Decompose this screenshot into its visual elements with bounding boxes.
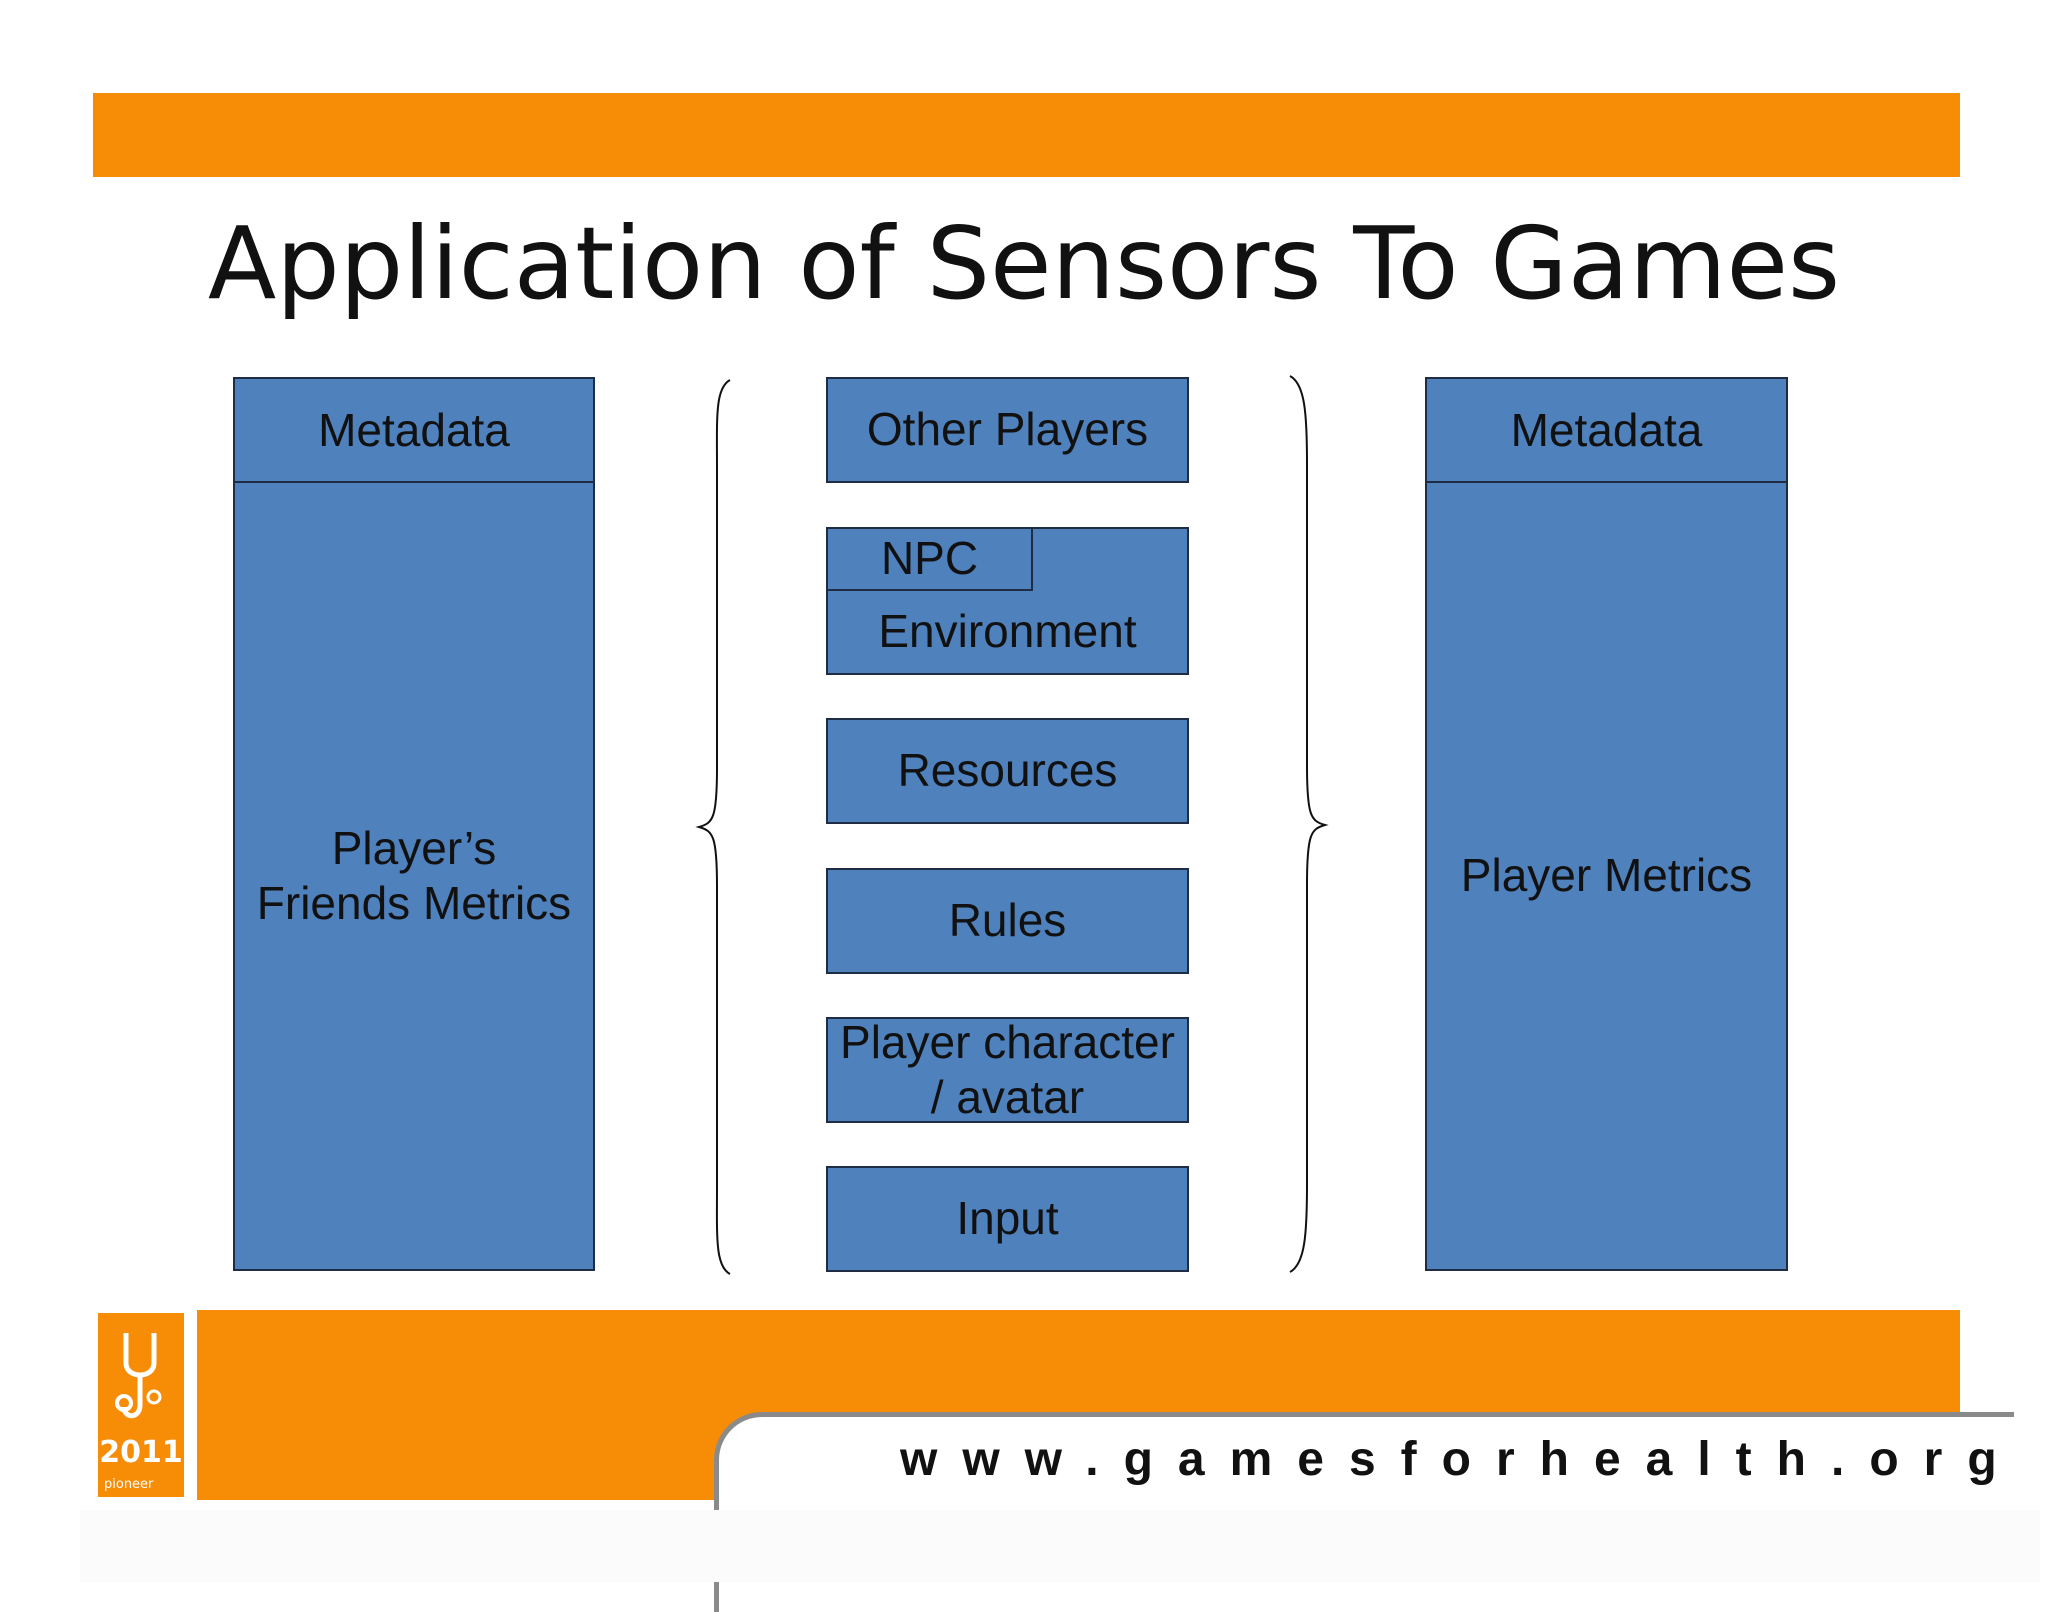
right-metadata-header: Metadata [1427,379,1786,483]
slide-title: Application of Sensors To Games [207,205,1841,322]
other-players-box: Other Players [826,377,1189,483]
left-curly-brace [695,379,731,1275]
npc-environment-box: NPC Environment [826,527,1189,675]
bottom-margin [80,1510,2040,1582]
stethoscope-icon [115,1333,162,1419]
logo-year: 2011 [99,1435,183,1470]
friends-metrics-box: Player’s Friends Metrics [235,483,593,1269]
player-character-label-line2: / avatar [930,1071,1085,1123]
player-metrics-label: Player Metrics [1460,849,1753,902]
left-metadata-header: Metadata [235,379,593,483]
top-accent-bar [93,93,1960,177]
friends-metrics-label-line2: Friends Metrics [256,877,572,929]
games-for-health-logo: 2011 pioneer [95,1310,187,1500]
friends-metrics-label-line1: Player’s [331,821,497,874]
resources-box: Resources [826,718,1189,824]
website-url[interactable]: www.gamesforhealth.org [900,1433,2022,1486]
environment-label: Environment [878,605,1137,658]
rules-box: Rules [826,868,1189,974]
player-metrics-box: Player Metrics [1427,483,1786,1269]
right-metrics-column: Metadata Player Metrics [1425,377,1788,1271]
player-character-box: Player character / avatar [826,1015,1189,1123]
input-box: Input [826,1166,1189,1272]
left-metrics-column: Metadata Player’s Friends Metrics [233,377,595,1271]
player-character-label-line1: Player character [840,1015,1175,1068]
npc-label: NPC [828,529,1033,591]
logo-tagline: pioneer [104,1477,154,1492]
right-curly-brace [1289,375,1329,1273]
